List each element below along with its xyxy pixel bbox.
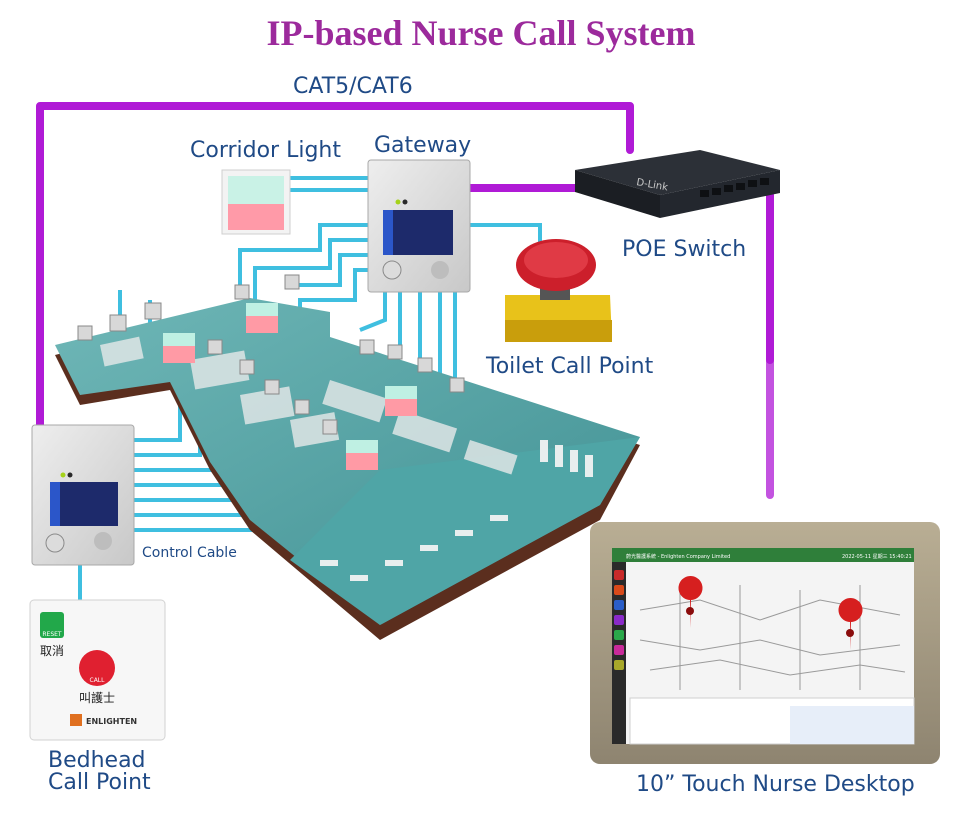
control-panel-device: [31, 424, 135, 566]
control-cable-label: Control Cable: [142, 545, 237, 561]
toilet-call-point-device: [505, 239, 612, 342]
bedhead-label-line1: Bedhead: [48, 748, 146, 773]
network-cable: [36, 102, 774, 429]
nurse-desktop-device: 蔚光醫護系統 - Enlighten Company Limited 2022-…: [590, 522, 940, 764]
gateway-label: Gateway: [374, 133, 472, 158]
nurse-desktop-label: 10” Touch Nurse Desktop: [636, 772, 915, 797]
toilet-call-point-label: Toilet Call Point: [486, 354, 654, 379]
gateway-device: [367, 159, 471, 293]
desktop-header-text: 蔚光醫護系統 - Enlighten Company Limited: [626, 553, 730, 560]
corridor-light-device: [221, 169, 291, 235]
switch-brand: D-Link: [635, 177, 668, 193]
building-floorplan: [55, 274, 640, 640]
desktop-datetime-text: 2022-05-11 星期三 15:40:21: [842, 554, 912, 560]
bedhead-call-point-device: RESET 取消 CALL 叫護士 ENLIGHTEN: [29, 599, 166, 741]
poe-switch-label: POE Switch: [622, 237, 747, 262]
bedhead-reset-text: RESET: [42, 631, 62, 638]
bedhead-brand-text: ENLIGHTEN: [86, 717, 137, 726]
bedhead-call-text: CALL: [90, 677, 106, 684]
corridor-light-label: Corridor Light: [190, 138, 342, 163]
bedhead-cancel-text: 取消: [40, 644, 64, 658]
bedhead-call-nurse-text: 叫護士: [79, 690, 115, 705]
diagram-title: IP-based Nurse Call System: [266, 13, 696, 53]
network-label: CAT5/CAT6: [293, 74, 413, 99]
poe-switch-device: D-Link: [575, 150, 780, 218]
bedhead-label-line2: Call Point: [48, 770, 151, 795]
